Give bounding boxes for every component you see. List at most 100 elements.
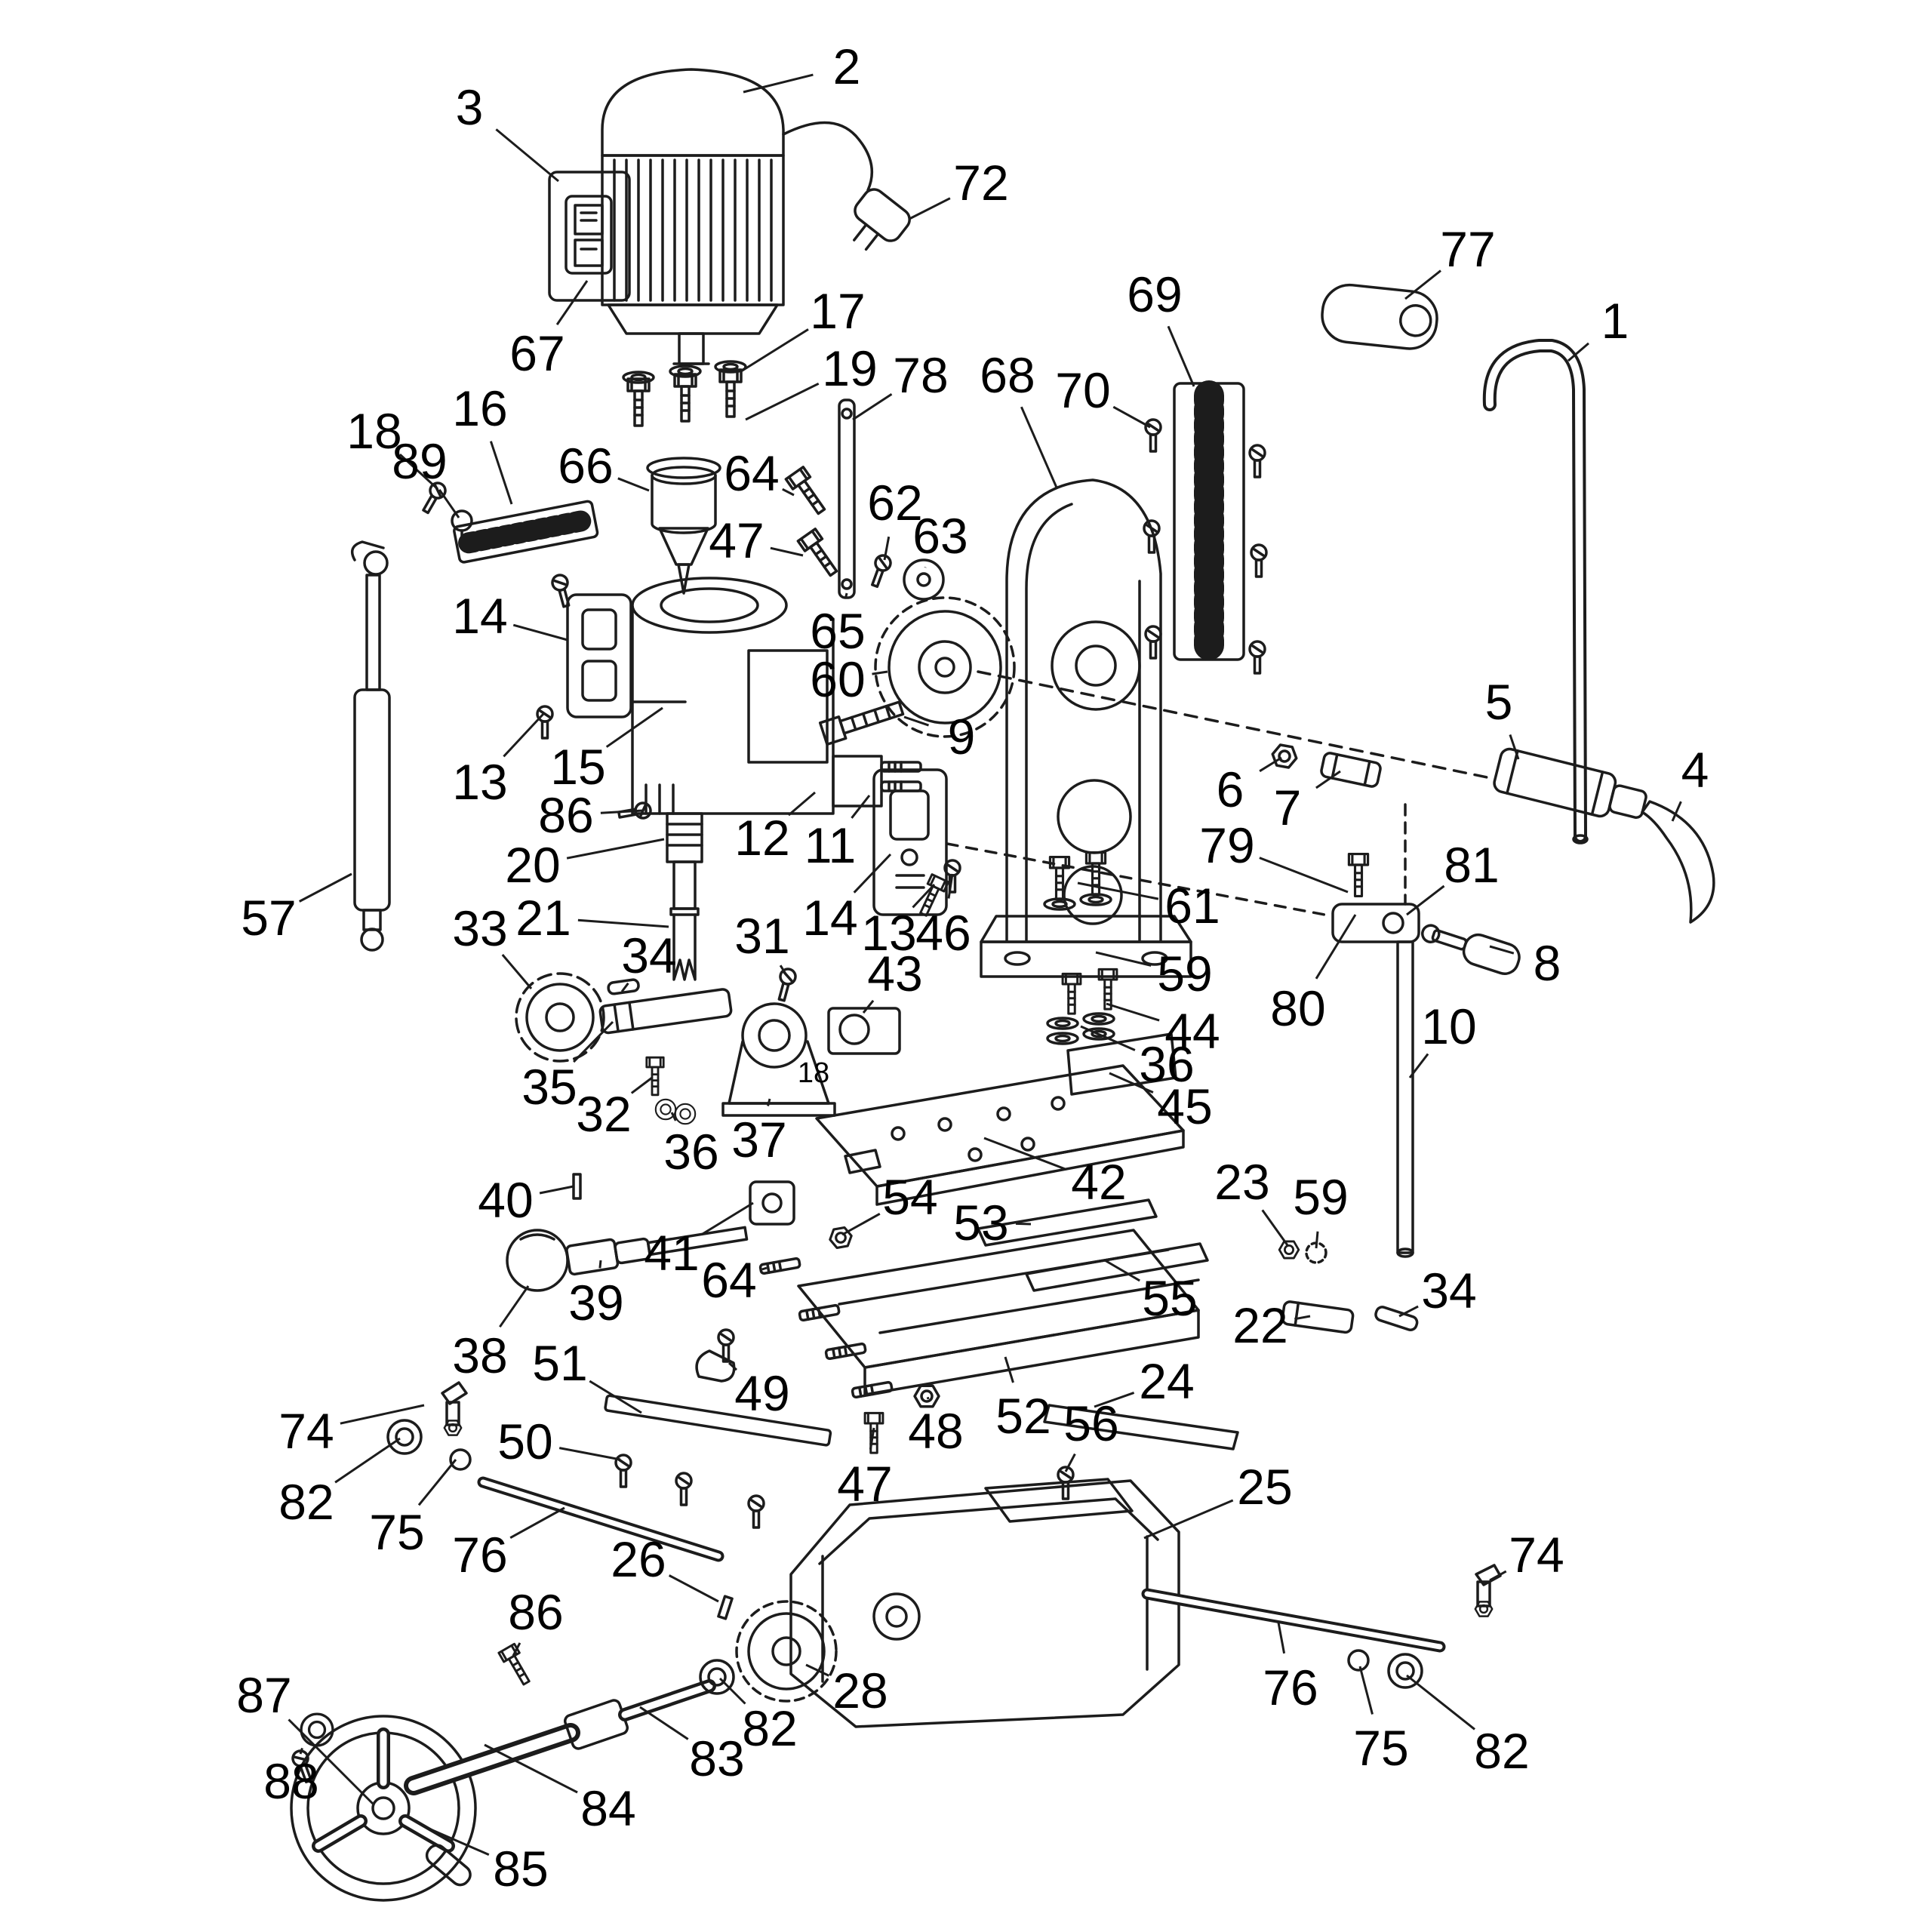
- head-casting-part: [631, 577, 922, 815]
- leader-line: [668, 1574, 719, 1603]
- part-number-69: 69: [1127, 266, 1182, 322]
- table-plate-part: [815, 1032, 1185, 1206]
- leader-line: [417, 1459, 457, 1506]
- leader-line: [909, 197, 951, 220]
- part-number-66: 66: [558, 438, 613, 494]
- leader-line: [334, 1437, 401, 1484]
- leader-line: [340, 1404, 425, 1425]
- leader-line: [620, 982, 629, 992]
- part-number-76: 76: [1263, 1660, 1318, 1715]
- part-number-12: 12: [734, 810, 789, 866]
- part-number-41: 41: [644, 1225, 699, 1281]
- part-number-46: 46: [915, 905, 971, 961]
- leader-line: [495, 128, 559, 183]
- part-number-60: 60: [810, 651, 865, 707]
- part-number-20: 20: [505, 837, 560, 893]
- part-number-50: 50: [497, 1414, 552, 1469]
- part-number-54: 54: [882, 1169, 937, 1225]
- part-number-72: 72: [953, 155, 1008, 211]
- leader-line: [787, 791, 816, 817]
- leader-line: [1020, 406, 1058, 488]
- part-number-3: 3: [456, 79, 484, 135]
- leader-line: [1094, 1391, 1135, 1408]
- machine-line-art: [289, 68, 1715, 1902]
- part-number-16: 16: [452, 380, 507, 436]
- part-number-31: 31: [734, 908, 789, 964]
- part-number-42: 42: [1071, 1154, 1126, 1210]
- part-number-84: 84: [580, 1780, 635, 1836]
- leader-line: [509, 1506, 565, 1540]
- handle-rod-part: [1482, 339, 1589, 844]
- leader-line: [577, 918, 669, 928]
- assembly-dash-line: [946, 842, 1334, 918]
- part-number-82: 82: [278, 1474, 334, 1530]
- part-number-21: 21: [515, 890, 571, 946]
- leader-line: [1064, 1453, 1076, 1472]
- leader-line: [1404, 269, 1441, 300]
- part-number-79: 79: [1199, 817, 1254, 873]
- part-number-18: 18: [346, 403, 401, 459]
- leader-line: [1358, 1666, 1374, 1715]
- part-number-25: 25: [1237, 1459, 1292, 1515]
- part-number-49: 49: [734, 1365, 789, 1421]
- leader-line: [617, 477, 650, 492]
- leader-line: [1294, 1315, 1311, 1321]
- leader-line: [779, 964, 788, 976]
- part-number-10: 10: [1421, 998, 1476, 1054]
- part-number-26: 26: [611, 1531, 666, 1587]
- leader-line: [852, 392, 893, 421]
- leader-line: [639, 1706, 689, 1740]
- part-number-4: 4: [1681, 742, 1709, 798]
- leader-line: [503, 712, 545, 758]
- part-number-77: 77: [1440, 221, 1495, 277]
- leader-line: [767, 1098, 771, 1106]
- leader-line: [605, 706, 663, 748]
- part-number-83: 83: [689, 1730, 744, 1786]
- leader-line: [501, 954, 533, 989]
- part-number-64: 64: [701, 1252, 756, 1308]
- leader-line: [841, 1212, 881, 1236]
- leader-line: [1567, 342, 1589, 362]
- leader-line: [912, 883, 936, 909]
- leader-line: [512, 623, 568, 641]
- leader-line: [782, 488, 795, 497]
- part-number-86: 86: [508, 1584, 563, 1640]
- leader-line: [903, 715, 929, 727]
- crank-fitting-left-part: [386, 1381, 724, 1562]
- crank-fitting-right-part: [1141, 1564, 1502, 1689]
- depth-bar-part: [417, 478, 599, 564]
- part-number-61: 61: [1164, 878, 1220, 934]
- leader-line: [630, 1076, 653, 1094]
- part-number-44: 44: [1164, 1003, 1220, 1059]
- axis-hardware-part: [977, 670, 1496, 788]
- leader-line: [1671, 801, 1682, 822]
- part-number-47: 47: [837, 1456, 892, 1512]
- part-number-45: 45: [1157, 1078, 1212, 1134]
- part-number-62: 62: [867, 475, 922, 531]
- part-number-14: 14: [452, 588, 507, 644]
- part-number-74: 74: [278, 1403, 334, 1459]
- part-number-81: 81: [1444, 837, 1499, 893]
- leader-line: [1077, 881, 1159, 900]
- leader-line: [1004, 1356, 1014, 1383]
- part-number-67: 67: [509, 325, 565, 381]
- leader-line: [1104, 1259, 1140, 1282]
- leader-line: [1406, 884, 1445, 916]
- part-number-65: 65: [810, 603, 865, 659]
- lock-knob-part: [515, 972, 733, 1125]
- part-number-40: 40: [478, 1172, 533, 1228]
- part-number-51: 51: [532, 1335, 587, 1391]
- gear-rack-part: [1143, 380, 1268, 675]
- leader-line: [1489, 945, 1515, 955]
- pinion-gear-part: [699, 1595, 838, 1703]
- leader-line: [1109, 1072, 1154, 1094]
- leader-line: [740, 328, 809, 373]
- part-number-47: 47: [709, 512, 764, 568]
- column-part: [980, 478, 1192, 1045]
- part-number-63: 63: [912, 508, 968, 564]
- hub-part: [1493, 747, 1647, 820]
- part-number-13: 13: [861, 905, 916, 961]
- part-number-59: 59: [1293, 1169, 1348, 1225]
- gas-spring-part: [350, 540, 391, 952]
- part-number-7: 7: [1274, 780, 1302, 835]
